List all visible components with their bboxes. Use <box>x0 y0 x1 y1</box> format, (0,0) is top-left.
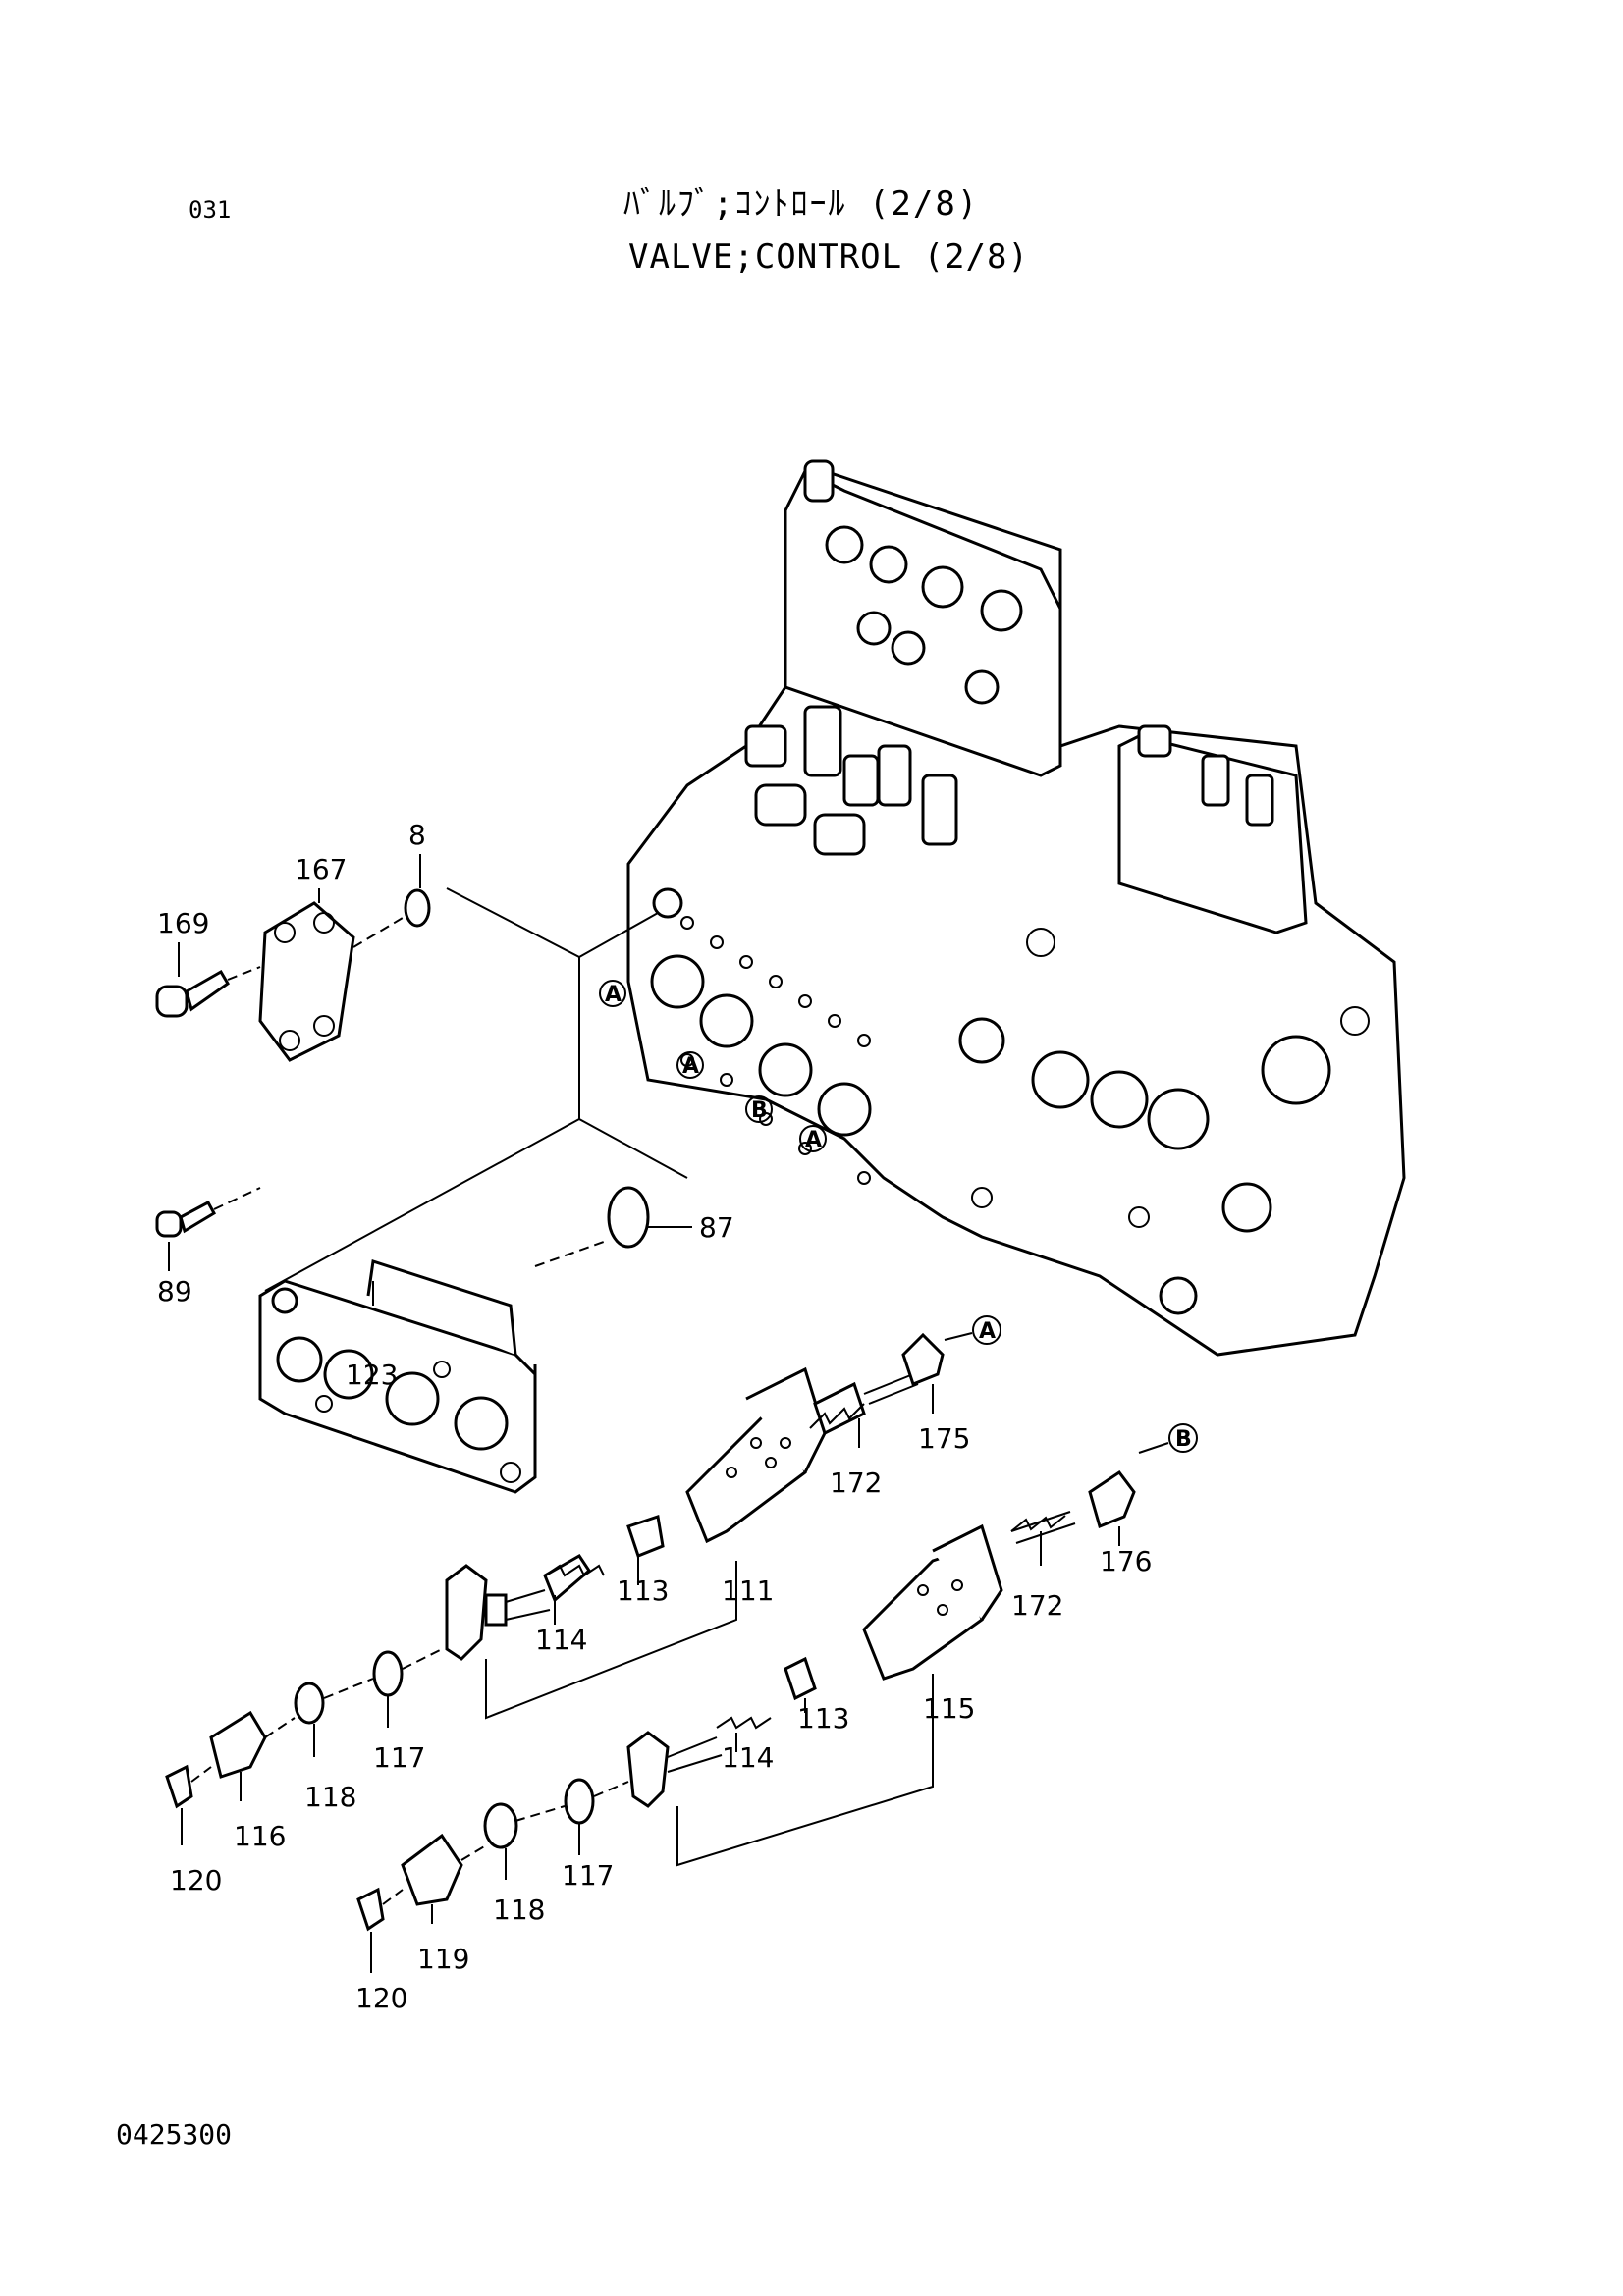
callout-113-lower: 113 <box>797 1702 849 1735</box>
callout-172-upper: 172 <box>830 1467 882 1499</box>
spring-114-lower <box>716 1716 772 1730</box>
callout-116: 116 <box>234 1820 286 1852</box>
page-title-english: VALVE;CONTROL (2/8) <box>628 238 1029 277</box>
callout-169: 169 <box>157 907 209 939</box>
seal-120-lower <box>356 1887 385 1932</box>
ref-marker-b1: B <box>751 1098 768 1123</box>
callout-120-lower: 120 <box>355 1982 407 2014</box>
callout-113-upper: 113 <box>617 1575 669 1607</box>
callout-167: 167 <box>295 853 347 885</box>
spring-172-lower <box>1010 1515 1066 1532</box>
callout-117-lower: 117 <box>562 1859 614 1892</box>
page-number: 031 <box>189 196 232 224</box>
callout-175: 175 <box>918 1422 970 1455</box>
spool-assembly-111 <box>445 1332 945 1661</box>
document-number: 0425300 <box>116 2118 233 2151</box>
callout-120-upper: 120 <box>170 1864 222 1896</box>
control-valve-body <box>626 459 1406 1357</box>
washer-118-lower <box>483 1802 518 1849</box>
callout-8: 8 <box>408 819 426 851</box>
seal-120-upper <box>165 1764 193 1809</box>
plug-119 <box>401 1833 463 1906</box>
ref-marker-a3: A <box>805 1128 822 1152</box>
bolt-169 <box>155 969 230 1018</box>
callout-118-upper: 118 <box>304 1781 356 1813</box>
page-title-japanese: ﾊﾞﾙﾌﾞ;ｺﾝﾄﾛｰﾙ (2/8) <box>623 185 980 224</box>
callout-119: 119 <box>417 1943 469 1975</box>
callout-89: 89 <box>157 1275 192 1308</box>
plug-116 <box>209 1710 267 1779</box>
callout-117-upper: 117 <box>373 1741 425 1774</box>
ref-marker-a-top: A <box>979 1319 996 1344</box>
callout-176: 176 <box>1100 1545 1152 1577</box>
bolt-89 <box>155 1200 217 1238</box>
callout-118-lower: 118 <box>493 1894 545 1926</box>
callout-111: 111 <box>722 1575 774 1607</box>
ref-marker-b-top: B <box>1175 1427 1192 1452</box>
callout-114-upper: 114 <box>535 1624 587 1656</box>
ref-marker-a2: A <box>682 1054 699 1079</box>
spring-114-upper <box>544 1564 605 1577</box>
washer-118-upper <box>294 1682 325 1725</box>
o-ring-8 <box>404 888 431 928</box>
reference-markers-valve: A A B A <box>599 980 827 1152</box>
callout-172-lower: 172 <box>1011 1589 1063 1622</box>
o-ring-117-lower <box>564 1778 595 1825</box>
spool-assembly-115 <box>626 1469 1136 1808</box>
block-123 <box>258 1259 537 1494</box>
cover-plate-167 <box>258 901 355 1062</box>
callout-114-lower: 114 <box>722 1741 774 1774</box>
o-ring-87 <box>607 1186 650 1249</box>
callout-115: 115 <box>923 1692 975 1725</box>
callout-123-label: 123 <box>346 1359 398 1391</box>
spring-172-upper <box>809 1403 865 1429</box>
ref-marker-a1: A <box>605 983 622 1007</box>
o-ring-117-upper <box>372 1650 404 1697</box>
callout-87: 87 <box>699 1211 734 1244</box>
